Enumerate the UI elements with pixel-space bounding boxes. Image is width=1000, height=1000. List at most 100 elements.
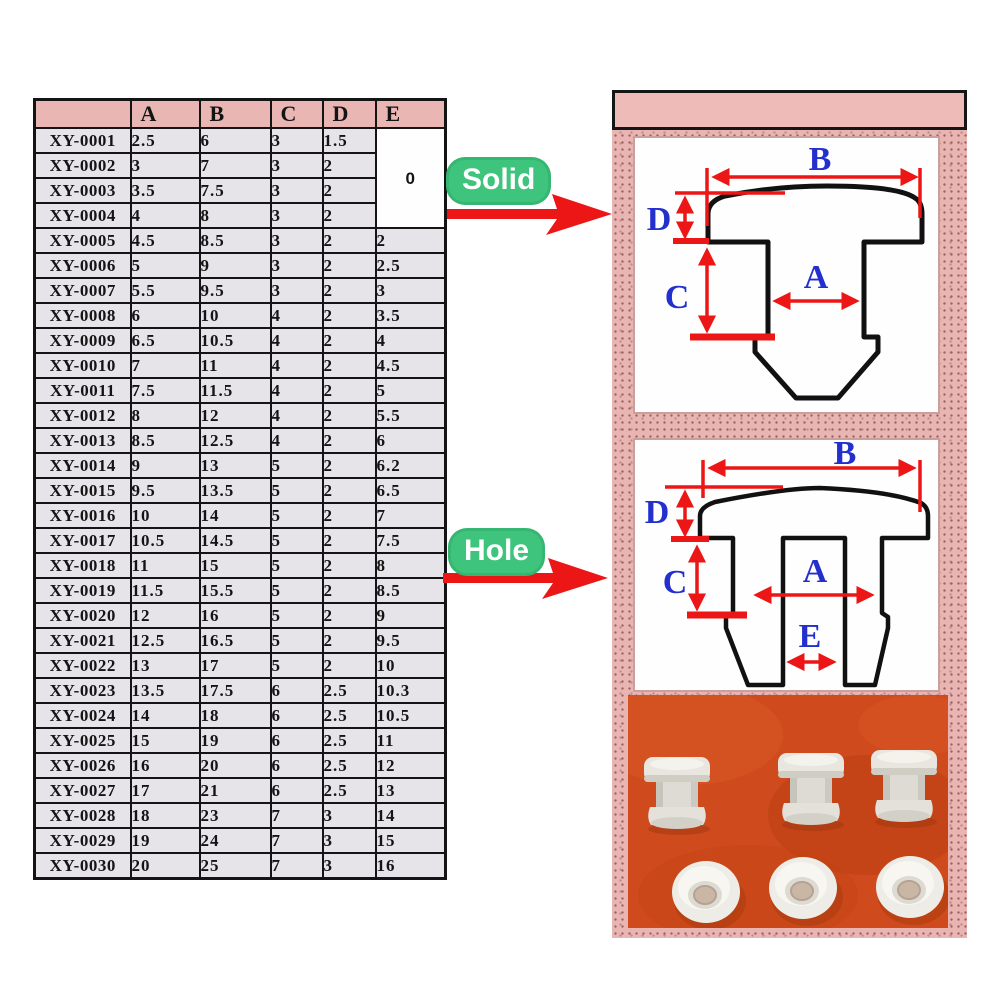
cell-b: 13: [198, 452, 272, 479]
dim-label-a: A: [803, 553, 828, 590]
hole-arrow-right-icon: [443, 558, 608, 599]
cell-e: 3.5: [374, 302, 447, 329]
cell-b: 6: [198, 127, 272, 154]
cell-b: 9.5: [198, 277, 272, 304]
cell-a: 9.5: [129, 477, 201, 504]
cell-a: 9: [129, 452, 201, 479]
cell-d: 2: [321, 577, 377, 604]
cell-a: 12.5: [129, 627, 201, 654]
cell-d: 2: [321, 227, 377, 254]
cell-d: 2: [321, 302, 377, 329]
cell-a: 18: [129, 802, 201, 829]
cell-a: 4.5: [129, 227, 201, 254]
hole-plug-outline: [697, 485, 931, 688]
row-label: XY-0015: [33, 477, 132, 504]
cell-a: 10.5: [129, 527, 201, 554]
cell-d: 2.5: [321, 677, 377, 704]
cell-b: 14.5: [198, 527, 272, 554]
cell-d: 2: [321, 627, 377, 654]
cell-e: 10.3: [374, 677, 447, 704]
hole-plug-drawing: B D C A E: [645, 435, 931, 688]
cell-b: 7.5: [198, 177, 272, 204]
cell-e: 13: [374, 777, 447, 804]
row-label: XY-0009: [33, 327, 132, 354]
row-label: XY-0021: [33, 627, 132, 654]
col-header-e: E: [374, 98, 447, 129]
cell-c: 5: [269, 627, 324, 654]
right-panel: B D C A: [593, 90, 978, 945]
cell-b: 9: [198, 252, 272, 279]
cell-d: 3: [321, 827, 377, 854]
cell-d: 2: [321, 502, 377, 529]
cell-e: 8.5: [374, 577, 447, 604]
row-label: XY-0023: [33, 677, 132, 704]
row-label: XY-0001: [33, 127, 132, 154]
col-header-a: A: [129, 98, 201, 129]
cell-c: 5: [269, 527, 324, 554]
row-label: XY-0025: [33, 727, 132, 754]
cell-e: 5: [374, 377, 447, 404]
hole-callout-label: Hole: [451, 531, 543, 573]
cell-a: 14: [129, 702, 201, 729]
cell-a: 8: [129, 402, 201, 429]
row-label: XY-0027: [33, 777, 132, 804]
cell-c: 3: [269, 177, 324, 204]
cell-c: 7: [269, 827, 324, 854]
cell-c: 5: [269, 602, 324, 629]
cell-c: 6: [269, 752, 324, 779]
product-photo: [593, 685, 978, 945]
cell-d: 2: [321, 402, 377, 429]
cell-e: 4.5: [374, 352, 447, 379]
cell-c: 4: [269, 402, 324, 429]
cell-a: 15: [129, 727, 201, 754]
cell-e: 6.2: [374, 452, 447, 479]
row-label: XY-0008: [33, 302, 132, 329]
cell-a: 6.5: [129, 327, 201, 354]
dim-label-c: C: [665, 279, 690, 316]
dim-label-b: B: [834, 440, 857, 472]
row-label: XY-0003: [33, 177, 132, 204]
cell-b: 17: [198, 652, 272, 679]
cell-b: 10.5: [198, 327, 272, 354]
cell-a: 3.5: [129, 177, 201, 204]
cell-d: 2: [321, 152, 377, 179]
cell-e: 11: [374, 727, 447, 754]
cell-d: 2: [321, 252, 377, 279]
cell-c: 5: [269, 577, 324, 604]
cell-a: 13: [129, 652, 201, 679]
panel-top-strip: [612, 90, 967, 130]
cell-e: 7.5: [374, 527, 447, 554]
cell-b: 16: [198, 602, 272, 629]
row-label: XY-0005: [33, 227, 132, 254]
cell-a: 7.5: [129, 377, 201, 404]
cell-c: 4: [269, 352, 324, 379]
plugs-photo-drawing: [593, 685, 978, 945]
cell-e: 12: [374, 752, 447, 779]
row-label: XY-0018: [33, 552, 132, 579]
col-header-c: C: [269, 98, 324, 129]
cell-a: 5.5: [129, 277, 201, 304]
cell-b: 17.5: [198, 677, 272, 704]
row-label: XY-0026: [33, 752, 132, 779]
